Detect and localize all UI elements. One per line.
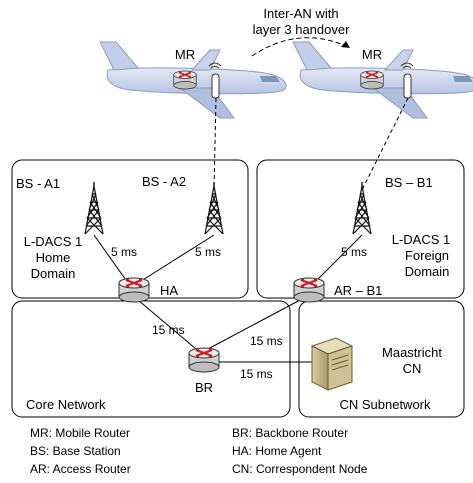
core-network-label: Core Network [26, 397, 106, 412]
server-icon [310, 337, 354, 391]
latency-ha-br: 15 ms [152, 323, 185, 337]
link-ha-br [137, 299, 197, 350]
home-domain-label-line1: L-DACS 1 [24, 234, 83, 249]
latency-a1-ha: 5 ms [111, 245, 137, 259]
aircraft-right-mr-label: MR [362, 47, 382, 62]
home-domain-label-line3: Domain [31, 266, 76, 281]
legend-left-3: AR: Access Router [30, 462, 131, 476]
home-domain-label-line2: Home [36, 250, 71, 265]
aircraft-right-router-icon [359, 70, 385, 90]
handover-arrowhead [341, 41, 350, 48]
router-icon-ha [117, 276, 151, 304]
handover-label-line1: Inter-AN with [263, 6, 338, 21]
bs-a1-label: BS - A1 [16, 176, 60, 191]
tower-icon-a1 [84, 181, 104, 235]
foreign-domain-label-line1: L-DACS 1 [392, 232, 451, 247]
latency-a2-ha: 5 ms [195, 245, 221, 259]
tower-icon-b1 [352, 181, 372, 235]
latency-b1-ar: 5 ms [341, 245, 367, 259]
link-a2-ha [137, 234, 215, 284]
legend-right-3: CN: Correspondent Node [232, 462, 368, 476]
foreign-domain-label-line3: Domain [405, 264, 450, 279]
legend-left-2: BS: Base Station [30, 444, 121, 458]
latency-br-cn: 15 ms [240, 367, 273, 381]
link-a1-ha [93, 234, 129, 284]
cn-label-line2: CN [403, 361, 422, 376]
foreign-domain-label-line2: Foreign [405, 248, 449, 263]
core-network-box [11, 300, 291, 418]
bs-b1-label: BS – B1 [385, 175, 433, 190]
bs-a2-label: BS - A2 [142, 174, 186, 189]
legend-right-2: HA: Home Agent [232, 444, 322, 458]
aircraft-left-router-icon [172, 70, 198, 90]
aircraft-left-mr-label: MR [175, 47, 195, 62]
latency-ar-br: 15 ms [250, 334, 283, 348]
handover-label-line2: layer 3 handover [253, 22, 351, 37]
foreign-domain-box [256, 159, 465, 299]
router-icon-br [187, 346, 221, 374]
cn-subnetwork-box [298, 300, 465, 418]
link-b1-ar [313, 234, 363, 284]
handover-arrow [251, 37, 351, 57]
radio-link-a2 [213, 97, 217, 191]
cn-subnetwork-label: CN Subnetwork [339, 397, 431, 412]
router-icon-ar-b1 [292, 276, 326, 304]
legend-right-1: BR: Backbone Router [232, 426, 348, 440]
aircraft-left-antenna-icon [208, 62, 222, 99]
router-br-label: BR [195, 380, 213, 395]
cn-label-line1: Maastricht [382, 345, 442, 360]
link-ar-br [207, 299, 301, 350]
radio-link-b1 [361, 97, 409, 191]
router-ha-label: HA [160, 283, 178, 298]
legend-left-1: MR: Mobile Router [30, 426, 130, 440]
router-ar-b1-label: AR – B1 [334, 283, 382, 298]
